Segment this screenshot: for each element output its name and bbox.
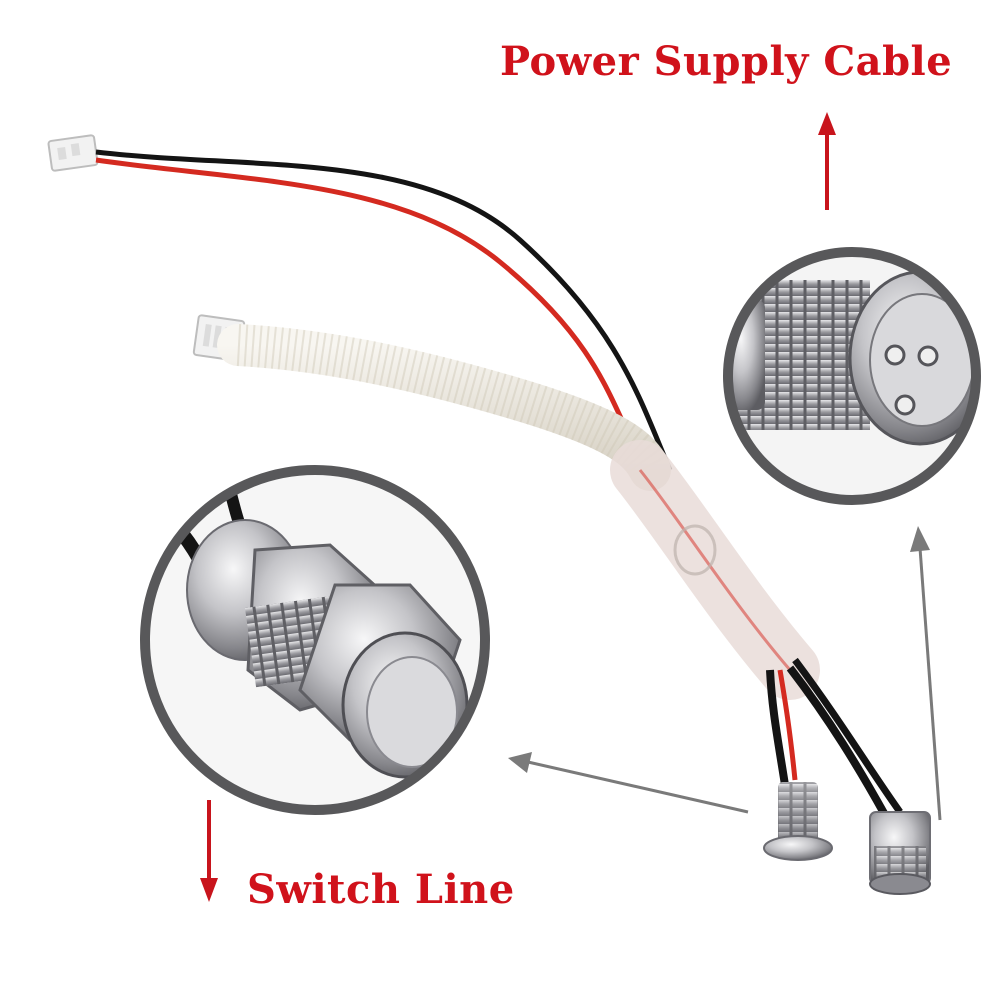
power-supply-cable-label: Power Supply Cable: [500, 38, 953, 85]
wire-red: [95, 157, 648, 472]
wire-power-black: [786, 665, 889, 817]
wire-black: [95, 149, 673, 471]
arrow-up-icon: [818, 112, 836, 210]
arrow-gray-to-power: [910, 526, 942, 821]
power-connector-closeup: [723, 247, 981, 505]
closeup-ring-power: [723, 247, 981, 505]
switch-closeup: [140, 465, 490, 815]
closeup-ring-switch: [140, 465, 490, 815]
arrow-gray-to-switch: [508, 752, 749, 814]
switch-line-label: Switch Line: [247, 866, 515, 913]
power-connector-small: [869, 811, 931, 895]
cable-assembly: [47, 134, 931, 895]
wire-switch-black: [766, 669, 789, 786]
wire-power-red: [792, 657, 903, 815]
switch-button-small: [763, 782, 833, 861]
connector-2pin: [47, 134, 99, 172]
wire-switch-red: [777, 669, 798, 781]
arrow-down-icon: [200, 800, 218, 902]
